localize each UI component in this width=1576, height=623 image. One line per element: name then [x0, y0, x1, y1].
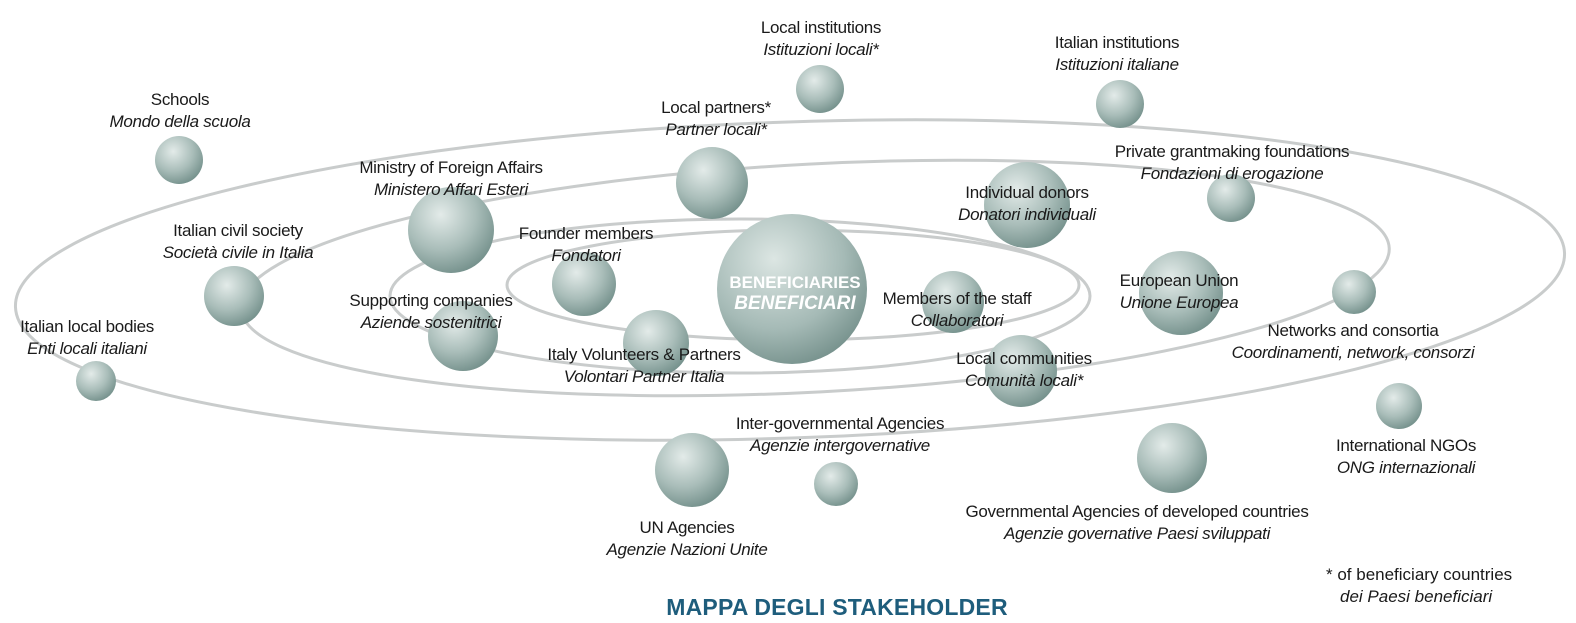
label-local-partners: Local partners* Partner locali*: [661, 98, 771, 139]
beneficiaries-label: BENEFICIARIES BENEFICIARI: [729, 272, 860, 314]
label-european-union: European Union Unione Europea: [1119, 271, 1239, 312]
planet-local-partners: [676, 147, 748, 219]
planet-individual-donors: [984, 162, 1070, 248]
orbit-4: [13, 118, 1567, 442]
footnote: * of beneficiary countries dei Paesi ben…: [1326, 564, 1512, 608]
planet-governmental-agencies: [1137, 423, 1207, 493]
planet-european-union: [1139, 251, 1223, 335]
label-individual-donors: Individual donors Donatori individuali: [958, 183, 1096, 224]
footnote-en: * of beneficiary countries: [1326, 565, 1513, 584]
label-local-institutions: Local institutions Istituzioni locali*: [760, 18, 882, 59]
label-private-foundations: Private grantmaking foundations Fondazio…: [1114, 142, 1350, 183]
planet-italy-volunteers: [623, 310, 689, 376]
planet-italian-institutions: [1096, 80, 1144, 128]
label-supporting-companies: Supporting companies Aziende sostenitric…: [349, 291, 513, 332]
beneficiaries-sphere: [717, 214, 867, 364]
planet-italian-civil-society: [204, 266, 264, 326]
planet-networks-consortia: [1332, 270, 1376, 314]
label-local-communities: Local communities Comunità locali*: [956, 349, 1092, 390]
planet-founder-members: [552, 252, 616, 316]
center-it: BENEFICIARI: [734, 293, 856, 314]
label-international-ngos: International NGOs ONG internazionali: [1335, 436, 1477, 477]
planet-schools: [155, 136, 203, 184]
label-members-of-staff: Members of the staff Collaboratori: [882, 289, 1032, 330]
diagram-title: MAPPA DEGLI STAKEHOLDER: [666, 594, 1008, 620]
label-founder-members: Founder members Fondatori: [518, 224, 654, 265]
planet-inter-governmental-agencies: [814, 462, 858, 506]
planet-private-foundations: [1207, 174, 1255, 222]
label-italy-volunteers: Italy Volunteers & Partners Volontari Pa…: [547, 345, 741, 386]
planet-international-ngos: [1376, 383, 1422, 429]
planets: [76, 65, 1422, 507]
planet-ministry-foreign-affairs: [408, 187, 494, 273]
label-schools: Schools Mondo della scuola: [109, 90, 251, 131]
label-italian-civil-society: Italian civil society Società civile in …: [162, 221, 314, 262]
center-en: BENEFICIARIES: [729, 273, 861, 292]
label-networks-consortia: Networks and consortia Coordinamenti, ne…: [1231, 321, 1475, 362]
label-ministry-foreign-affairs: Ministry of Foreign Affairs Ministero Af…: [359, 158, 543, 199]
planet-un-agencies: [655, 433, 729, 507]
planet-local-institutions: [796, 65, 844, 113]
label-un-agencies: UN Agencies Agenzie Nazioni Unite: [606, 518, 768, 559]
planet-italian-local-bodies: [76, 361, 116, 401]
label-italian-institutions: Italian institutions Istituzioni italian…: [1054, 33, 1180, 74]
planet-supporting-companies: [428, 301, 498, 371]
label-inter-governmental-agencies: Inter-governmental Agencies Agenzie inte…: [735, 414, 945, 455]
planet-members-of-staff: [922, 271, 984, 333]
footnote-it: dei Paesi beneficiari: [1340, 587, 1493, 606]
label-governmental-agencies: Governmental Agencies of developed count…: [965, 502, 1309, 543]
planet-local-communities: [985, 335, 1057, 407]
orbit-2: [388, 217, 1092, 375]
label-italian-local-bodies: Italian local bodies Enti locali italian…: [20, 317, 154, 358]
